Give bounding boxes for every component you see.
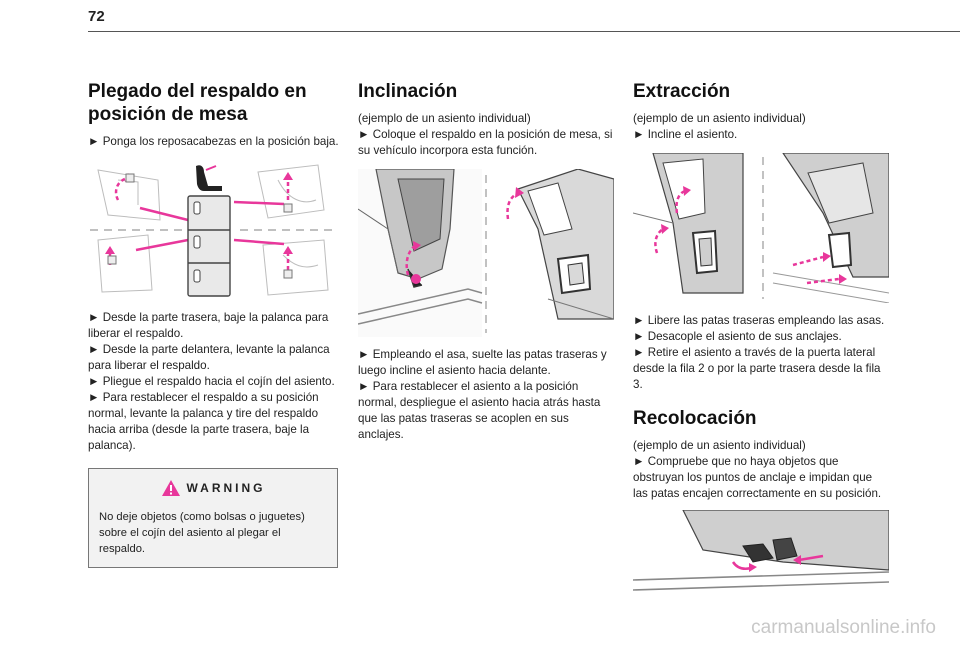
page-number: 72 [88, 8, 105, 25]
tilting-step-2: ► Para restablecer el asiento a la posic… [358, 380, 601, 441]
tilting-intro: ► Coloque el respaldo en la posición de … [358, 128, 613, 157]
folding-step-4: ► Para restablecer el respaldo a su posi… [88, 391, 319, 452]
removal-example: (ejemplo de un asiento individual) [633, 112, 806, 125]
tilting-step-1: ► Empleando el asa, suelte las patas tra… [358, 348, 607, 377]
section-title-tilting: Inclinación [358, 81, 458, 102]
header-rule [88, 31, 960, 32]
folding-step-2: ► Desde la parte delantera, levante la p… [88, 343, 330, 372]
warning-box: WARNING No deje objetos (como bolsas o j… [88, 468, 338, 568]
refitting-intro: ► Compruebe que no haya objetos que obst… [633, 455, 882, 500]
removal-illustration [633, 153, 889, 303]
watermark-text: carmanualsonline.info [751, 617, 936, 638]
folding-step-3: ► Pliegue el respaldo hacia el cojín del… [88, 375, 335, 388]
section-title-line2: posición de mesa [88, 104, 248, 125]
folding-step-1: ► Desde la parte trasera, baje la palanc… [88, 311, 329, 340]
refitting-illustration [633, 510, 889, 598]
section-title-refitting: Recolocación [633, 408, 757, 429]
warning-triangle-icon [161, 480, 180, 496]
section-title-folding: Plegado del respaldo en posición de mesa [88, 80, 344, 126]
warning-header: WARNING [99, 479, 327, 497]
folding-intro: ► Ponga los reposacabezas en la posición… [88, 135, 339, 148]
section-title-removal: Extracción [633, 81, 731, 102]
removal-step-2: ► Desacople el asiento de sus anclajes. [633, 330, 842, 343]
removal-step-1: ► Libere las patas traseras empleando la… [633, 314, 885, 327]
column-removal: Extracción (ejemplo de un asiento indivi… [633, 80, 889, 608]
refitting-example: (ejemplo de un asiento individual) [633, 439, 806, 452]
tilting-illustration [358, 169, 614, 337]
warning-title: WARNING [186, 481, 266, 495]
folding-illustration [88, 160, 334, 300]
tilting-example: (ejemplo de un asiento individual) [358, 112, 531, 125]
column-folding: Plegado del respaldo en posición de mesa… [88, 80, 344, 568]
removal-step-3: ► Retire el asiento a través de la puert… [633, 346, 881, 391]
column-tilting: Inclinación (ejemplo de un asiento indiv… [358, 80, 614, 443]
removal-intro: ► Incline el asiento. [633, 128, 738, 141]
section-title-line1: Plegado del respaldo en [88, 81, 307, 102]
warning-text: No deje objetos (como bolsas o juguetes)… [99, 511, 305, 555]
